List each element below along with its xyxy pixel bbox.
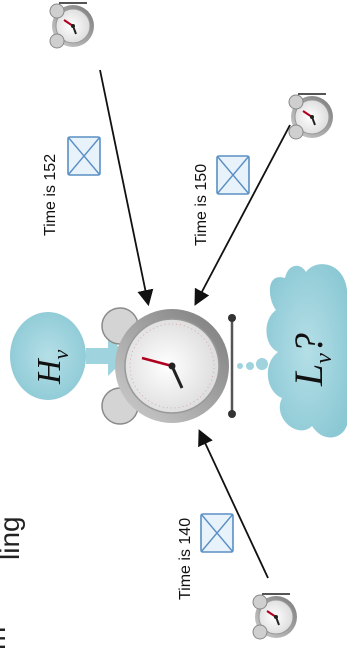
remote-clock-140 — [253, 594, 297, 639]
edge-text-line-2: m — [0, 627, 11, 650]
envelope-icon — [68, 137, 100, 175]
remote-clock-150 — [289, 94, 333, 139]
l-v-cloud: Lv? — [266, 264, 347, 437]
central-clock — [102, 308, 236, 424]
message-label-152: Time is 152 — [42, 154, 59, 236]
h-v-bubble: Hv — [10, 312, 86, 400]
l-symbol: L — [286, 364, 331, 387]
slide-edge-text: ling — [0, 516, 24, 560]
message-label-150: Time is 150 — [193, 164, 210, 246]
message-label-140: Time is 140 — [177, 518, 194, 600]
h-symbol: H — [31, 357, 68, 385]
l-subscript: v — [311, 353, 337, 364]
envelope-icon — [201, 514, 233, 552]
h-subscript: v — [48, 349, 73, 359]
arrow-150 — [196, 125, 290, 303]
arrow-152 — [100, 70, 148, 303]
slide-edge-text-2: m — [0, 627, 10, 650]
edge-text-line: ling — [0, 516, 25, 560]
arrow-140 — [200, 432, 268, 578]
l-suffix: ? — [286, 333, 331, 353]
remote-clock-152 — [50, 3, 94, 48]
thought-dots — [237, 358, 268, 370]
envelope-icon — [217, 156, 249, 194]
